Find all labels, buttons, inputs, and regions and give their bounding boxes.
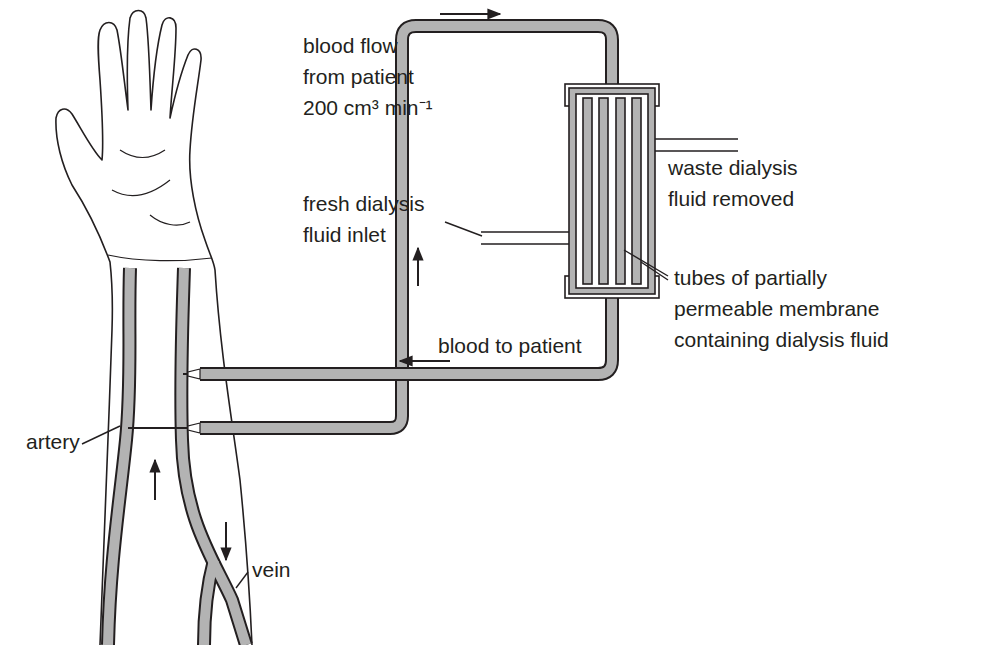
hand-outline <box>56 11 252 645</box>
artery-label: artery <box>26 426 80 457</box>
membrane-label: tubes of partially permeable membrane co… <box>674 262 919 355</box>
return-label: blood to patient <box>438 330 582 361</box>
inlet-label: fresh dialysis fluid inlet <box>303 188 445 250</box>
flow-rate: 200 cm³ min⁻¹ <box>303 92 433 123</box>
needle <box>128 369 200 433</box>
palm-crease <box>108 150 212 261</box>
flow-arrow <box>155 14 500 560</box>
outlet-label: waste dialysis fluid removed <box>668 152 823 214</box>
blood-vessels <box>108 268 246 645</box>
leader-line <box>82 222 668 588</box>
flow-label: blood flow from patient <box>303 30 438 92</box>
vein-label: vein <box>252 554 291 585</box>
tubing <box>200 26 612 428</box>
